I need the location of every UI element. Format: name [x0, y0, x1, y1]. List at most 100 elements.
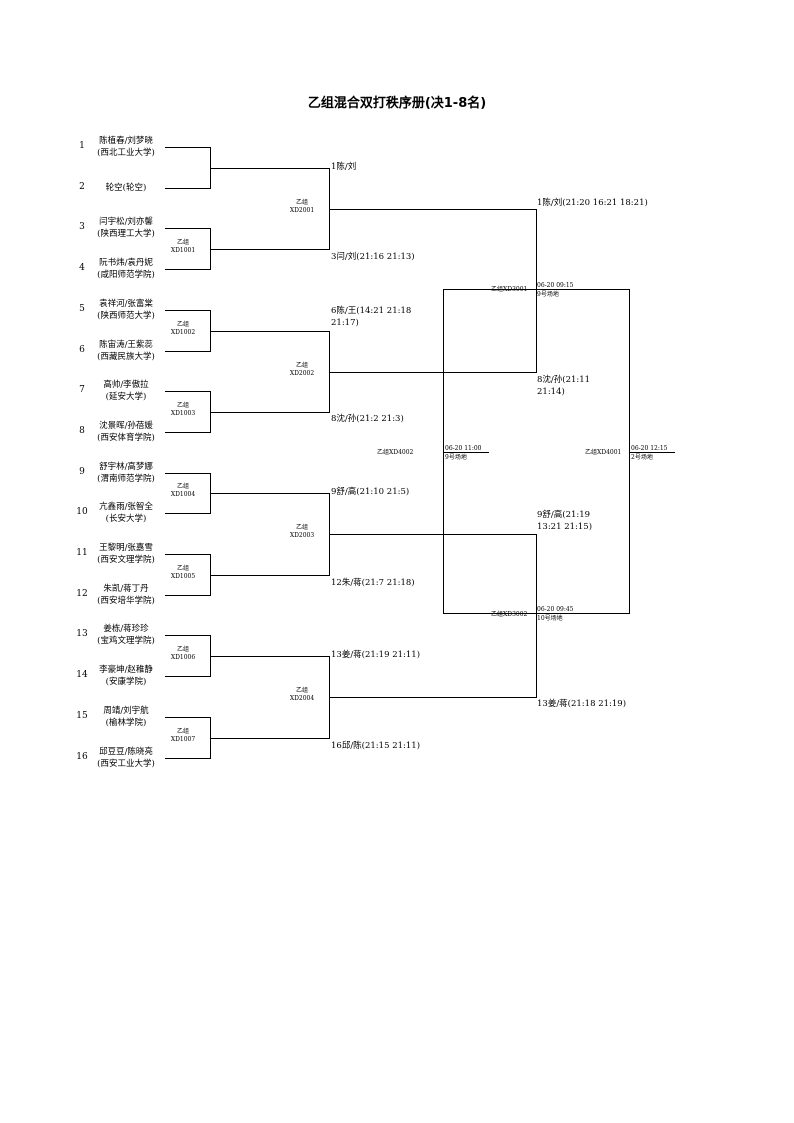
r2-output: [329, 697, 536, 698]
seed-number: 13: [76, 629, 88, 639]
result-round1: 8沈/孙(21:2 21:3): [331, 414, 404, 424]
entry-name: 袁祥河/张富棠: [99, 299, 153, 309]
seed-number: 15: [76, 711, 88, 721]
semi-winner-line: [536, 289, 629, 290]
final-output: [629, 452, 675, 453]
match-label-r2: 乙组: [295, 524, 308, 531]
entry-name: 阮书炜/袁丹妮: [99, 258, 153, 268]
seed-number: 9: [79, 467, 85, 477]
match-code-r1: XD1007: [170, 736, 196, 743]
schedule-court-xd4001: 2号场地: [631, 454, 653, 461]
entry-name: 陈植春/刘梦晓: [99, 136, 153, 146]
result-round1: 1陈/刘: [331, 162, 357, 172]
match-label-r1: 乙组: [176, 728, 189, 735]
entry-school: (咸阳师范学院): [97, 270, 155, 280]
entry-name: 姜栋/蒋珍珍: [103, 624, 149, 634]
seed-number: 1: [79, 141, 85, 151]
entry-name: 朱凯/蒋丁丹: [103, 584, 149, 594]
playoff-output: [443, 452, 489, 453]
entry-name: 周靖/刘宇航: [103, 706, 149, 716]
result-round1: 12朱/蒋(21:7 21:18): [331, 578, 415, 588]
entry-name: 李豪坤/赵稚静: [99, 665, 153, 675]
match-label-r2: 乙组: [295, 362, 308, 369]
entry-line: [165, 595, 211, 596]
result-round2-1: 1陈/刘(21:20 16:21 18:21): [537, 198, 648, 208]
r1-output: [210, 493, 329, 494]
semi-loser-line: [443, 613, 536, 614]
entry-school: (安康学院): [105, 677, 147, 687]
entry-name: 轮空(轮空): [105, 183, 147, 193]
match-code-r2: XD2002: [289, 370, 315, 377]
entry-school: (西安体育学院): [97, 433, 155, 443]
seed-number: 2: [79, 182, 85, 192]
entry-name: 陈宙涛/王紫蕊: [99, 340, 153, 350]
entry-school: (西藏民族大学): [97, 352, 155, 362]
match-code-r1: XD1004: [170, 491, 196, 498]
entry-line: [165, 473, 211, 474]
final-connector: [629, 289, 630, 614]
r1-output: [210, 738, 329, 739]
match-code-r1: XD1003: [170, 410, 196, 417]
entry-name: 沈景晖/孙蓓媛: [99, 421, 153, 431]
entry-school: (宝鸡文理学院): [97, 636, 155, 646]
semi-loser-line: [443, 289, 536, 290]
r1-output: [210, 656, 329, 657]
schedule-court-xd4002: 9号场地: [445, 454, 467, 461]
entry-line: [165, 676, 211, 677]
schedule-court-xd3002: 10号场地: [537, 615, 563, 622]
match-label-r1: 乙组: [176, 565, 189, 572]
entry-school: (西北工业大学): [97, 148, 155, 158]
seed-number: 8: [79, 426, 85, 436]
entry-school: (陕西理工大学): [97, 229, 155, 239]
r1-output: [210, 168, 329, 169]
entry-name: 舒宇林/高梦娜: [99, 462, 153, 472]
entry-name: 高帅/李傲拉: [103, 380, 149, 390]
entry-school: (榆林学院): [105, 718, 147, 728]
result-round2-4: 13姜/蒋(21:18 21:19): [537, 699, 627, 709]
entry-line: [165, 228, 211, 229]
entry-school: (西安培华学院): [97, 596, 155, 606]
match-label-xd3001: 乙组XD3001: [491, 286, 528, 293]
match-label-xd4002: 乙组XD4002: [377, 449, 414, 456]
r2-output: [329, 209, 536, 210]
match-code-r2: XD2003: [289, 532, 315, 539]
seed-number: 4: [79, 263, 85, 273]
match-code-r1: XD1005: [170, 573, 196, 580]
result-round1: 9舒/高(21:10 21:5): [331, 487, 410, 497]
result-round2-3: 9舒/高(21:19 13:21 21:15): [537, 510, 593, 532]
seed-number: 12: [76, 589, 88, 599]
entry-line: [165, 269, 211, 270]
entry-line: [165, 554, 211, 555]
match-code-r1: XD1002: [170, 329, 196, 336]
entry-school: (渭南师范学院): [97, 474, 155, 484]
r1-output: [210, 412, 329, 413]
match-code-r1: XD1006: [170, 654, 196, 661]
entry-line: [165, 351, 211, 352]
r3-connector: [536, 209, 537, 373]
entry-line: [165, 432, 211, 433]
match-label-xd3002: 乙组XD3002: [491, 611, 528, 618]
entry-line: [165, 513, 211, 514]
entry-name: 闫宇松/刘亦馨: [99, 217, 153, 227]
match-label-r2: 乙组: [295, 687, 308, 694]
match-label-r1: 乙组: [176, 402, 189, 409]
seed-number: 6: [79, 345, 85, 355]
seed-number: 5: [79, 304, 85, 314]
entry-school: (西安工业大学): [97, 759, 155, 769]
r1-output: [210, 575, 329, 576]
entry-line: [165, 188, 211, 189]
entry-line: [165, 391, 211, 392]
playoff-connector: [443, 289, 444, 614]
r3-connector: [536, 534, 537, 698]
semi-winner-line: [536, 613, 629, 614]
seed-number: 10: [76, 507, 88, 517]
seed-number: 3: [79, 222, 85, 232]
entry-line: [165, 147, 211, 148]
entry-line: [165, 717, 211, 718]
seed-number: 16: [76, 752, 88, 762]
match-label-r1: 乙组: [176, 483, 189, 490]
schedule-time-xd4001: 06-20 12:15: [631, 445, 668, 452]
r1-output: [210, 331, 329, 332]
seed-number: 7: [79, 385, 85, 395]
match-code-r2: XD2004: [289, 695, 315, 702]
